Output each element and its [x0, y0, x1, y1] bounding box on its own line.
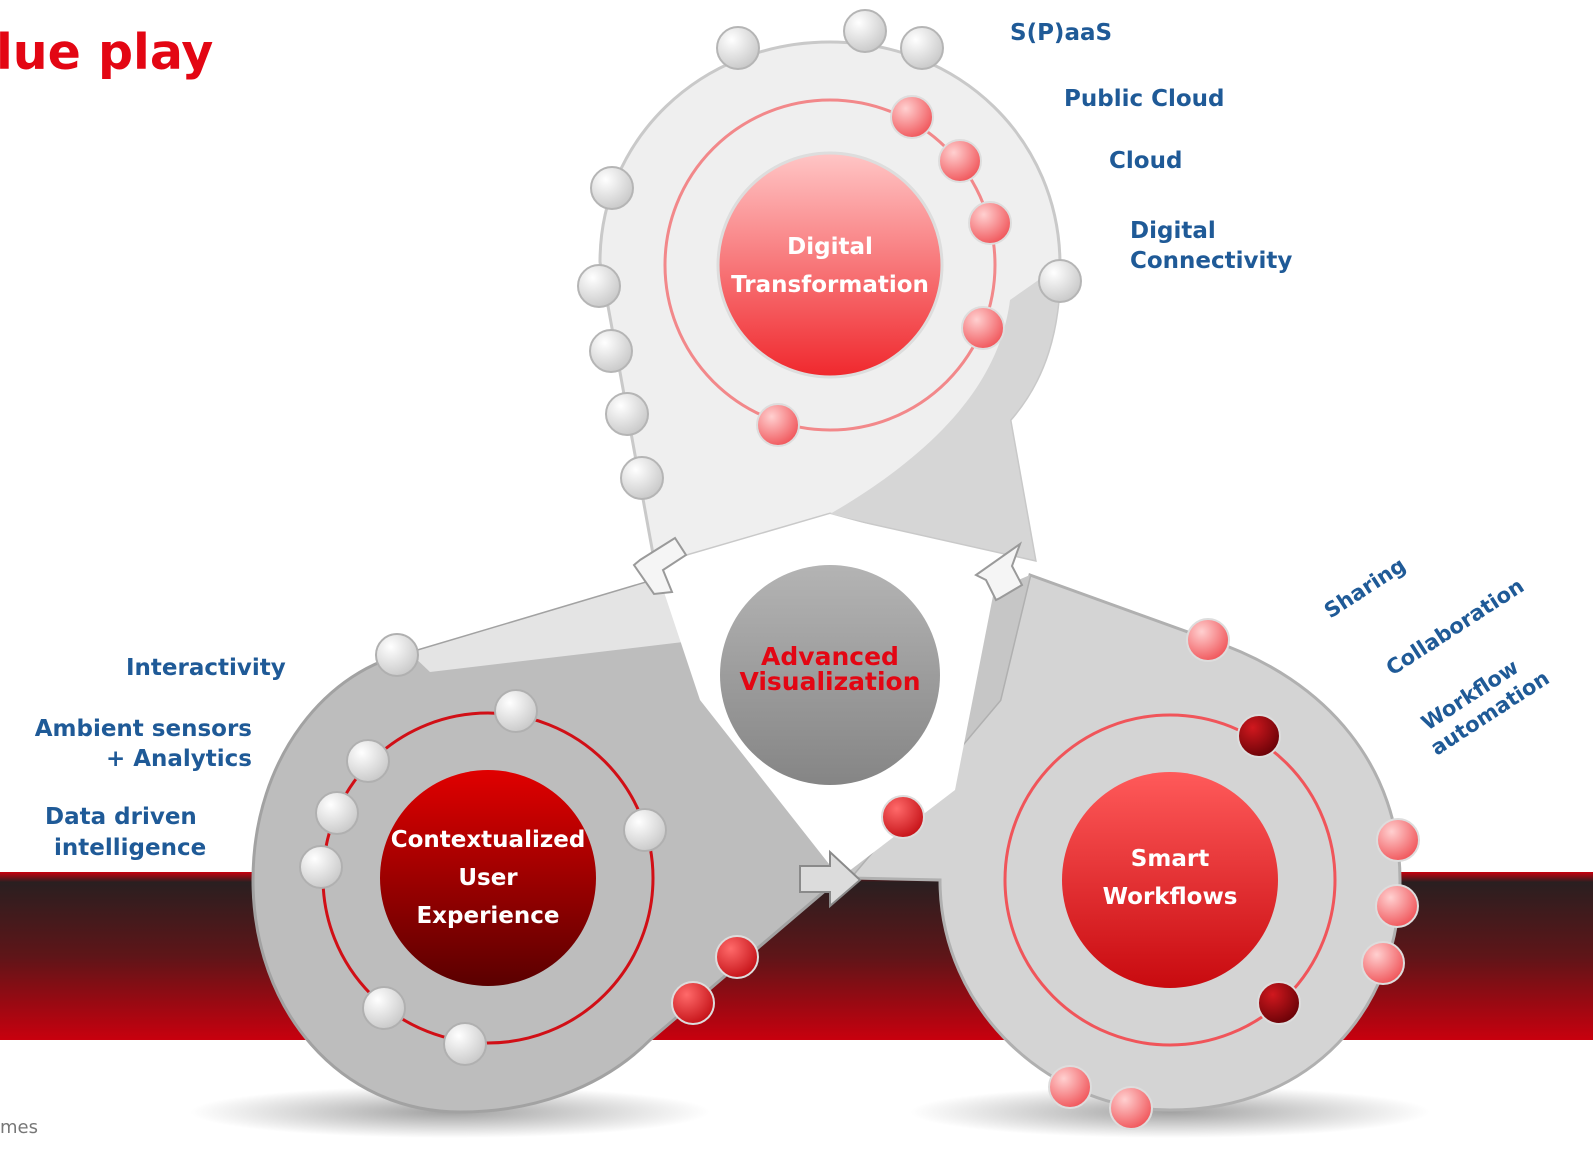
label-cloud: Cloud: [1109, 148, 1183, 174]
hub-left-line2: User: [458, 865, 518, 891]
label-spaas: S(P)aaS: [1010, 20, 1113, 46]
hub-center-line1: Advanced: [761, 642, 899, 671]
hub-center-text: Advanced Visualization: [710, 644, 950, 694]
label-connectivity: Connectivity: [1130, 248, 1293, 274]
hub-left-line3: Experience: [416, 903, 560, 929]
top-outer-beads: [577, 9, 1082, 500]
hub-center-line2: Visualization: [739, 667, 921, 696]
hub-digital-transformation: [716, 151, 944, 379]
arrow-left-to-right: [799, 849, 862, 909]
hub-advanced-visualization: [720, 565, 940, 785]
label-public-cloud: Public Cloud: [1064, 86, 1225, 112]
label-analytics: + Analytics: [105, 746, 252, 772]
left-grey-beads: [299, 633, 667, 1066]
hub-left-line1: Contextualized: [390, 827, 586, 853]
hub-smart-workflows: [1062, 772, 1278, 988]
label-digital: Digital: [1130, 218, 1216, 244]
hub-right-line1: Smart: [1130, 846, 1210, 872]
label-ambient-sensors: Ambient sensors: [34, 716, 252, 742]
right-pink-beads: [1048, 618, 1420, 1130]
label-data-driven: Data driven: [45, 804, 197, 830]
top-inner-beads: [756, 95, 1012, 447]
footer-text: mes: [0, 1117, 38, 1138]
arrow-top-to-left: [632, 536, 688, 596]
arrow-right-to-top: [974, 541, 1024, 602]
hub-top-line1: Digital: [787, 234, 873, 260]
hub-right-line2: Workflows: [1102, 884, 1238, 910]
top-orbit: [663, 98, 997, 432]
hub-contextualized-user-experience: [380, 770, 596, 986]
label-intelligence: intelligence: [54, 835, 207, 861]
hub-top-line2: Transformation: [731, 272, 929, 298]
page-title: lue play: [0, 24, 214, 81]
right-dark-beads: [1237, 714, 1301, 1025]
right-shadow: [910, 1086, 1430, 1138]
hub-left-text: Contextualized User Experience: [368, 821, 608, 935]
hub-right-text: Smart Workflows: [1050, 840, 1290, 916]
label-interactivity: Interactivity: [126, 655, 286, 681]
left-lobe-light: [410, 578, 700, 672]
hub-top-text: Digital Transformation: [710, 228, 950, 304]
right-orbit: [1003, 713, 1337, 1047]
top-lobe-shade: [830, 265, 1060, 560]
left-red-beads: [671, 795, 925, 1025]
